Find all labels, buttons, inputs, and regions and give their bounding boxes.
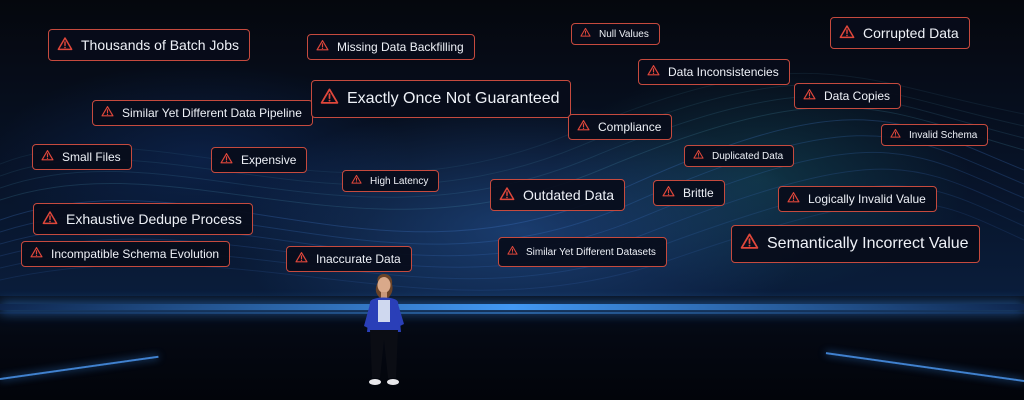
tag-label: Similar Yet Different Datasets: [526, 246, 656, 258]
tag-label: Missing Data Backfilling: [337, 40, 464, 54]
warning-triangle-icon: [740, 232, 759, 256]
tag-incompatible-schema-evolution: Incompatible Schema Evolution: [21, 241, 231, 267]
tag-label: Small Files: [62, 150, 121, 164]
tag-data-inconsistencies: Data Inconsistencies: [638, 59, 790, 85]
tag-null-values: Null Values: [571, 23, 660, 45]
tag-invalid-schema: Invalid Schema: [881, 124, 989, 146]
tag-label: Null Values: [599, 28, 649, 40]
stage-edge-light-reflection: [0, 312, 1024, 314]
presenter: [364, 274, 404, 385]
warning-triangle-icon: [787, 191, 800, 207]
tag-label: Outdated Data: [523, 187, 615, 203]
warning-triangle-icon: [42, 210, 58, 229]
warning-triangle-icon: [351, 174, 362, 188]
tag-label: Exhaustive Dedupe Process: [66, 211, 242, 227]
warning-triangle-icon: [101, 105, 114, 121]
warning-triangle-icon: [577, 119, 590, 135]
warning-triangle-icon: [30, 246, 43, 262]
tag-label: Data Inconsistencies: [668, 65, 779, 79]
tag-label: Brittle: [683, 186, 714, 200]
warning-triangle-icon: [41, 149, 54, 165]
tag-exhaustive-dedupe-process: Exhaustive Dedupe Process: [33, 203, 253, 235]
warning-triangle-icon: [57, 36, 73, 55]
tag-corrupted-data: Corrupted Data: [830, 17, 970, 49]
tag-inaccurate-data: Inaccurate Data: [286, 246, 412, 272]
tag-label: Thousands of Batch Jobs: [81, 37, 239, 53]
tag-label: High Latency: [370, 175, 429, 187]
tag-missing-data-backfilling: Missing Data Backfilling: [307, 34, 475, 60]
warning-triangle-icon: [220, 152, 233, 168]
tag-small-files: Small Files: [32, 144, 132, 170]
stage-edge-light: [0, 304, 1024, 310]
tag-compliance: Compliance: [568, 114, 673, 140]
tag-outdated-data: Outdated Data: [490, 179, 626, 211]
tag-expensive: Expensive: [211, 147, 308, 173]
tag-label: Duplicated Data: [712, 150, 784, 162]
warning-triangle-icon: [662, 185, 675, 201]
warning-triangle-icon: [803, 88, 816, 104]
tag-label: Data Copies: [824, 89, 891, 103]
tag-similar-yet-different-datasets: Similar Yet Different Datasets: [498, 237, 667, 267]
tag-label: Expensive: [241, 153, 297, 167]
warning-triangle-icon: [295, 251, 308, 267]
tag-high-latency: High Latency: [342, 170, 440, 192]
tag-label: Inaccurate Data: [316, 252, 401, 266]
tag-label: Invalid Schema: [909, 129, 978, 141]
warning-triangle-icon: [507, 245, 518, 259]
warning-triangle-icon: [693, 149, 704, 163]
tag-label: Exactly Once Not Guaranteed: [347, 90, 560, 107]
tag-thousands-of-batch-jobs: Thousands of Batch Jobs: [48, 29, 250, 61]
tag-duplicated-data: Duplicated Data: [684, 145, 795, 167]
tag-label: Semantically Incorrect Value: [767, 235, 969, 252]
warning-triangle-icon: [647, 64, 660, 80]
tag-exactly-once-not-guaranteed: Exactly Once Not Guaranteed: [311, 80, 571, 118]
warning-triangle-icon: [839, 24, 855, 43]
tag-label: Logically Invalid Value: [808, 192, 926, 206]
stage-floor: [0, 296, 1024, 400]
tag-similar-yet-different-data-pipeline: Similar Yet Different Data Pipeline: [92, 100, 313, 126]
tag-label: Incompatible Schema Evolution: [51, 247, 220, 261]
tag-data-copies: Data Copies: [794, 83, 902, 109]
tag-label: Compliance: [598, 120, 662, 134]
tag-brittle: Brittle: [653, 180, 725, 206]
tag-label: Similar Yet Different Data Pipeline: [122, 106, 302, 120]
warning-triangle-icon: [580, 27, 591, 41]
tag-label: Corrupted Data: [863, 25, 959, 41]
warning-triangle-icon: [890, 128, 901, 142]
warning-triangle-icon: [499, 186, 515, 205]
tag-semantically-incorrect-value: Semantically Incorrect Value: [731, 225, 980, 263]
warning-triangle-icon: [320, 87, 339, 111]
warning-triangle-icon: [316, 39, 329, 55]
presentation-screen: Thousands of Batch Jobs Missing Data Bac…: [0, 0, 1024, 296]
tag-logically-invalid-value: Logically Invalid Value: [778, 186, 937, 212]
